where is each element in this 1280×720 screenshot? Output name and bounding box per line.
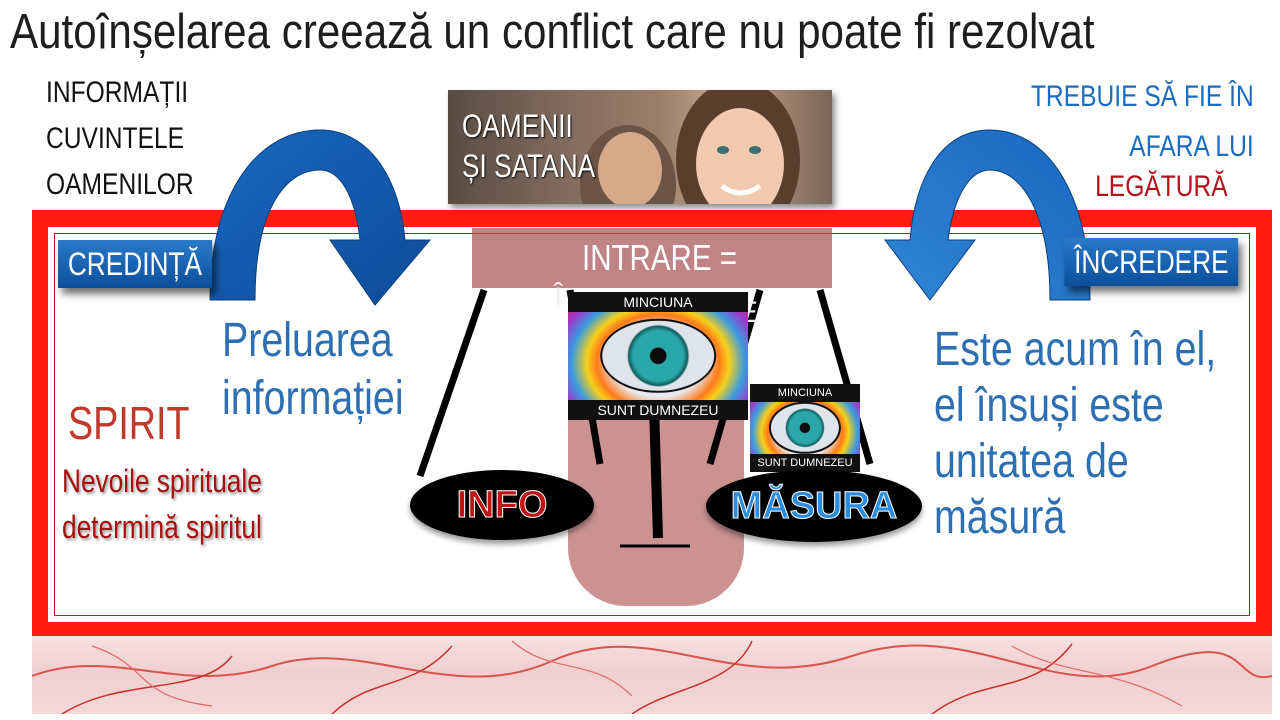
right-top-line: TREBUIE SĂ FIE ÎN	[1031, 80, 1254, 113]
photo-caption-line: OAMENII	[462, 108, 573, 144]
intrare-label: INTRARE =	[582, 237, 738, 278]
nevoile-line: Nevoile spirituale	[62, 463, 262, 499]
vein-pattern	[32, 640, 1272, 714]
legatura-label: LEGĂTURĂ	[1095, 170, 1228, 203]
preluarea-line: Preluarea	[222, 314, 393, 367]
slide-title: Autoînșelarea creează un conflict care n…	[10, 5, 1095, 59]
left-list: INFORMAȚII CUVINTELE OAMENILOR	[46, 70, 194, 208]
eye-image-large: MINCIUNA SUNT DUMNEZEU	[568, 292, 748, 420]
right-paragraph: Este acum în el, el însuși este unitatea…	[934, 322, 1216, 546]
masura-oval: MĂSURA	[706, 470, 922, 542]
info-oval: INFO	[410, 470, 594, 540]
left-list-item: INFORMAȚII	[46, 76, 189, 109]
spirit-label: SPIRIT	[68, 397, 190, 449]
left-list-item: CUVINTELE	[46, 122, 185, 155]
info-label: INFO	[456, 483, 548, 526]
right-paragraph-line: măsură	[934, 491, 1066, 544]
right-curved-arrow	[884, 129, 1091, 301]
right-paragraph-line: Este acum în el,	[934, 323, 1217, 376]
eye-card-small-top-label: MINCIUNA	[750, 384, 860, 402]
masura-label: MĂSURA	[730, 484, 898, 527]
preluarea-text: Preluarea informației	[222, 312, 404, 428]
incredere-box: ÎNCREDERE	[1063, 238, 1238, 286]
eye-card-small-bottom-label: SUNT DUMNEZEU	[750, 454, 860, 472]
left-curved-arrow	[209, 129, 432, 306]
preluarea-line: informației	[222, 372, 404, 425]
right-top-note: TREBUIE SĂ FIE ÎN AFARA LUI	[1031, 72, 1254, 172]
right-paragraph-line: el însuși este	[934, 379, 1164, 432]
people-photo: OAMENII ȘI SATANA	[448, 90, 832, 204]
left-list-item: OAMENILOR	[46, 168, 194, 201]
eye-card-bottom-label: SUNT DUMNEZEU	[568, 400, 748, 420]
photo-caption: OAMENII ȘI SATANA	[462, 106, 595, 186]
people-illustration	[580, 90, 800, 204]
intrare-line2-start: Î	[554, 282, 563, 315]
right-top-line: AFARA LUI	[1129, 130, 1254, 163]
photo-caption-line: ȘI SATANA	[462, 148, 596, 184]
intrare-box	[472, 228, 832, 288]
eye-card-top-label: MINCIUNA	[568, 292, 748, 312]
right-paragraph-line: unitatea de	[934, 435, 1129, 488]
nevoile-text: Nevoile spirituale determină spiritul	[62, 458, 262, 550]
eye-icon	[768, 401, 842, 455]
brain-texture-background	[32, 636, 1272, 714]
credinta-box: CREDINȚĂ	[58, 240, 212, 288]
eye-image-small: MINCIUNA SUNT DUMNEZEU	[750, 384, 860, 472]
nevoile-line: determină spiritul	[62, 509, 262, 545]
eye-icon	[600, 318, 716, 394]
